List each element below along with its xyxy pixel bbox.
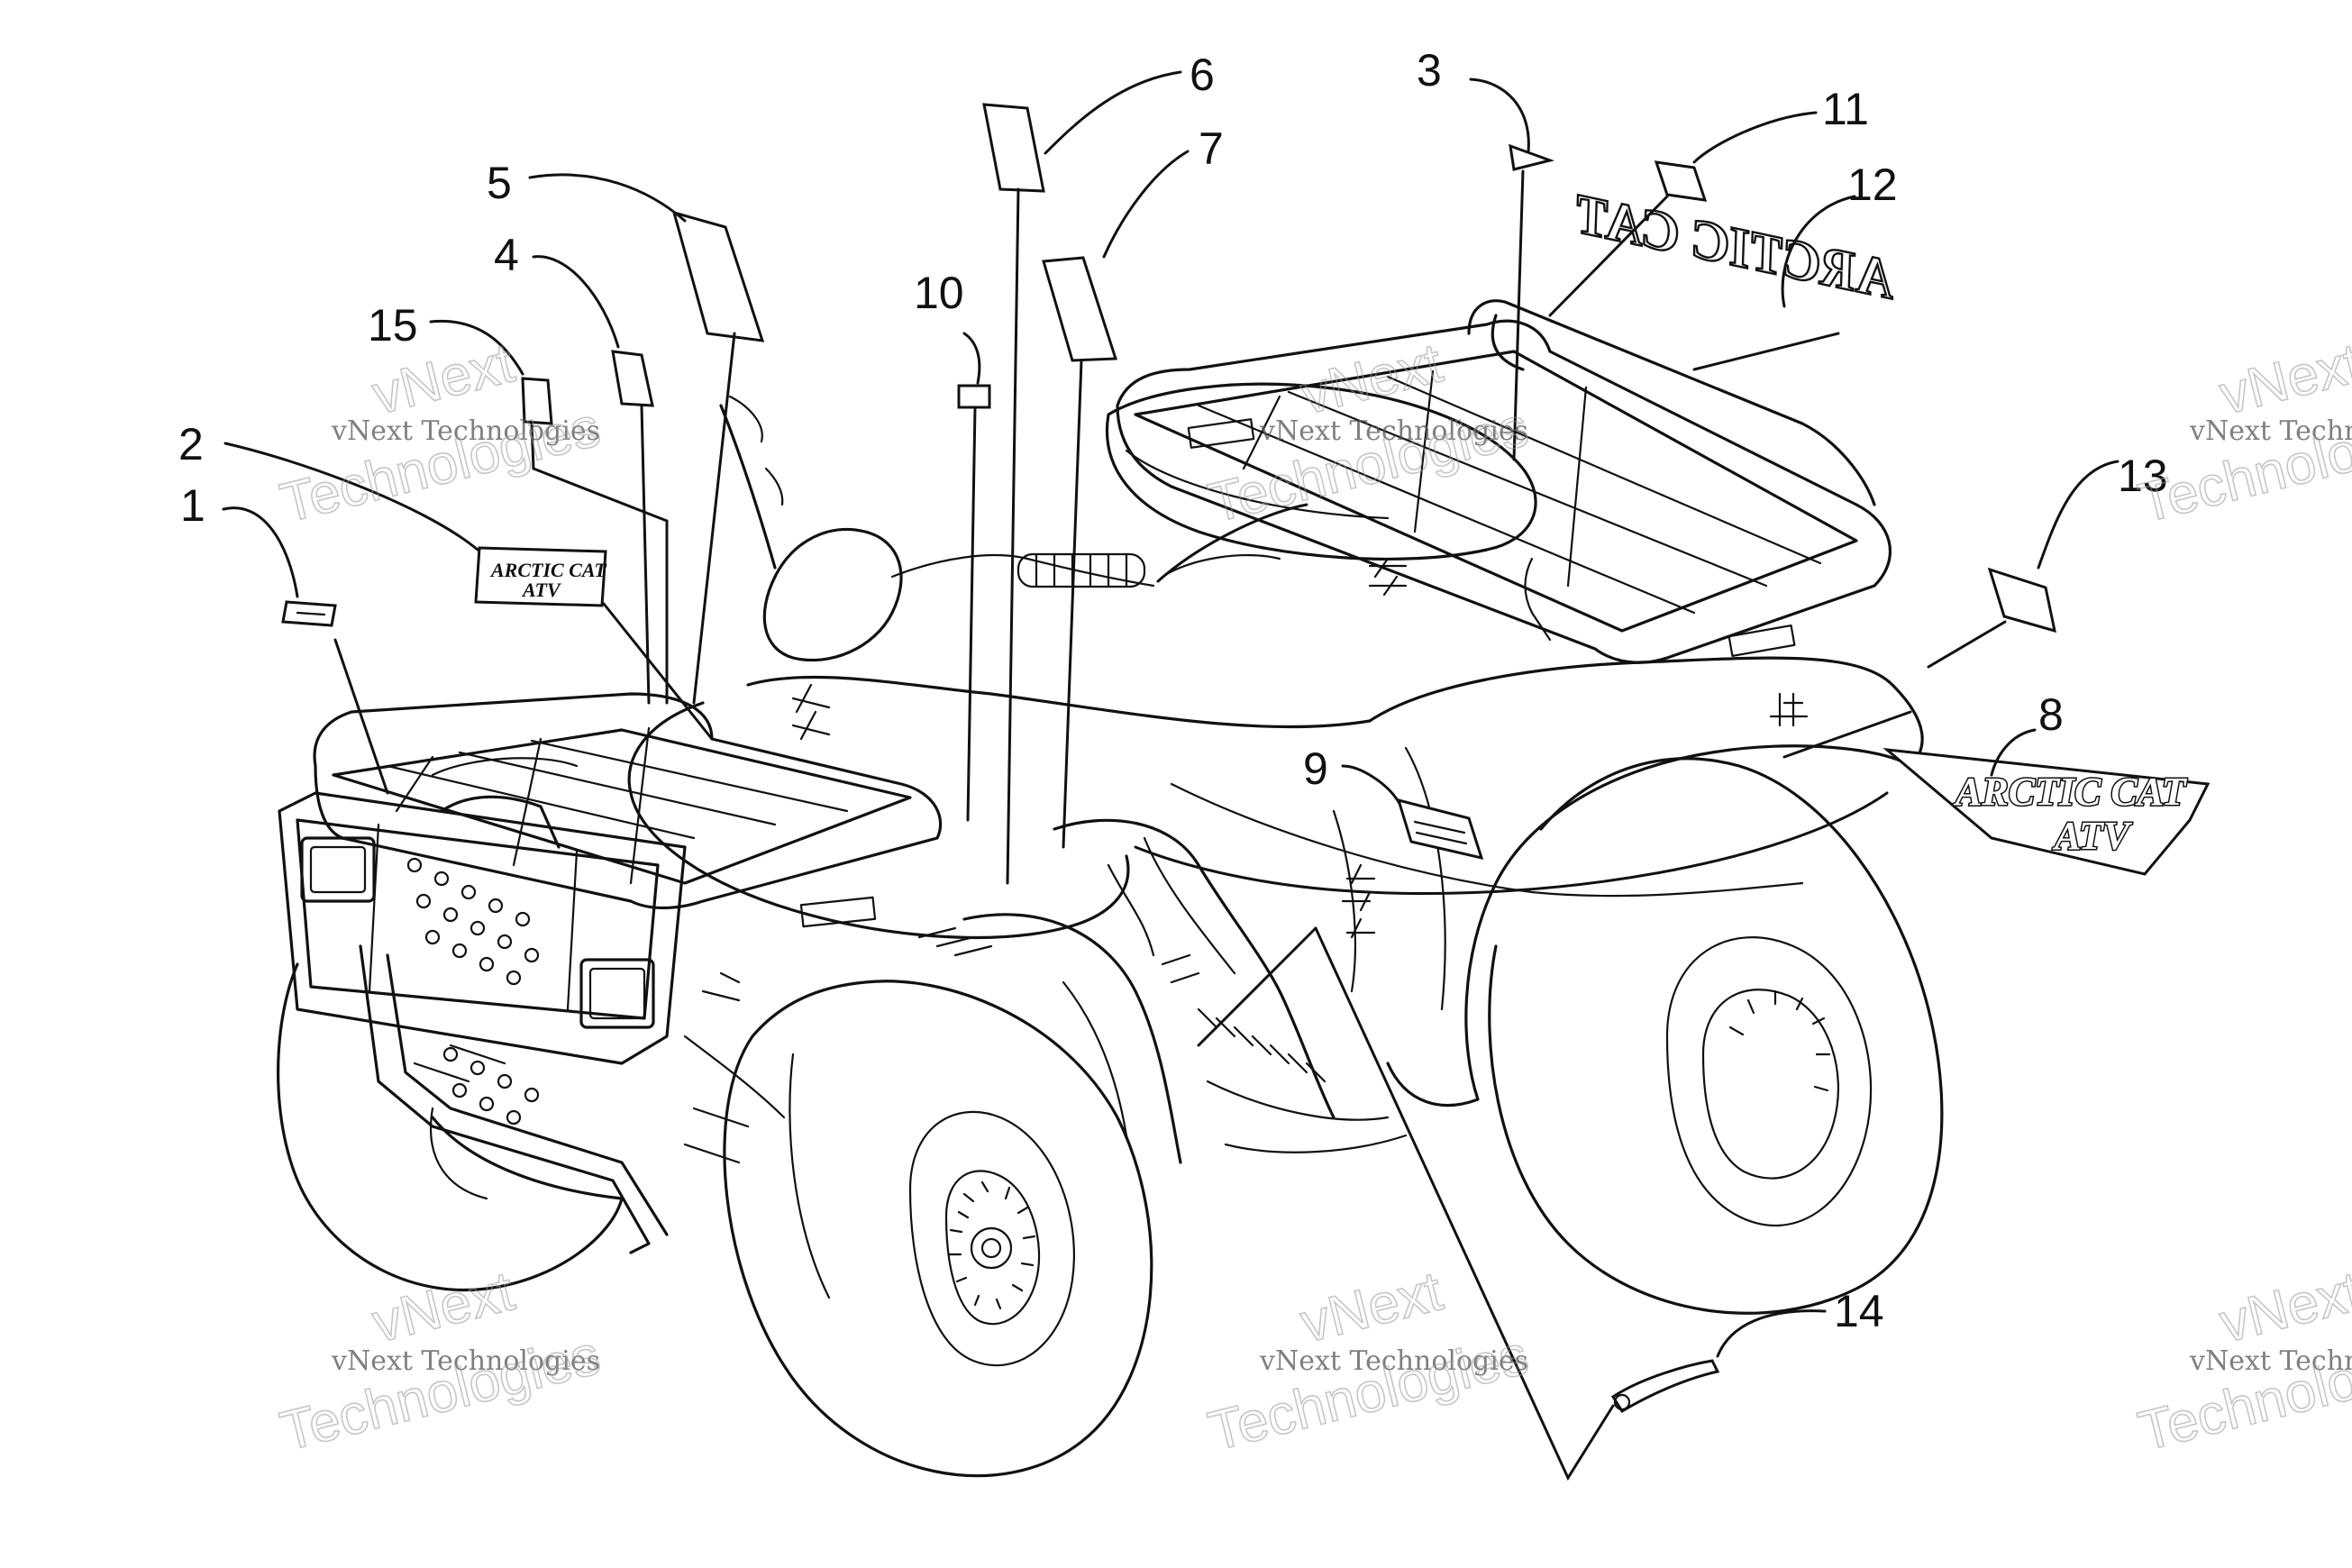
decals: ARCTIC CAT ATV ARCTIC CAT <box>281 103 2211 1414</box>
atv-body <box>277 299 1944 1478</box>
svg-text:vNext: vNext <box>2214 332 2352 426</box>
svg-text:vNext Technologies: vNext Technologies <box>331 415 600 447</box>
decal-4 <box>611 350 654 407</box>
watermark-bottom-left: vNext vNext Technologies Technologies <box>274 1259 606 1463</box>
decal-13 <box>1987 567 2056 634</box>
decal-3 <box>1509 143 1555 171</box>
decal-1 <box>281 600 337 627</box>
callout-12: 12 <box>1847 160 1898 210</box>
callout-1: 1 <box>180 480 205 531</box>
watermark-bottom-center: vNext vNext Technologies Technologies <box>1202 1259 1535 1463</box>
callout-7: 7 <box>1199 123 1224 174</box>
watermark-top-right: vNext vNext Technologies Technologies <box>2132 331 2352 535</box>
svg-text:vNext: vNext <box>2214 1260 2352 1354</box>
svg-text:vNext Technologies: vNext Technologies <box>331 1345 600 1377</box>
decal-8: ARCTIC CAT ATV <box>1883 747 2211 876</box>
rear-right-wheel <box>1488 757 1944 1315</box>
callout-6: 6 <box>1190 50 1215 100</box>
decal-9 <box>1396 798 1484 861</box>
watermark-bottom-right: vNext vNext Technologies Technologies <box>2132 1259 2352 1463</box>
svg-text:vNext Technologies: vNext Technologies <box>1259 1345 1528 1377</box>
callout-2: 2 <box>178 419 204 469</box>
svg-text:vNext: vNext <box>1295 332 1448 426</box>
front-left-wheel <box>723 980 1153 1478</box>
decal-5 <box>671 210 765 342</box>
decal-2: ARCTIC CAT ATV <box>474 546 607 607</box>
callout-14: 14 <box>1834 1286 1884 1336</box>
decal-2-line2: ATV <box>521 579 562 601</box>
callout-10: 10 <box>914 268 964 318</box>
decal-7 <box>1042 256 1118 362</box>
decal-14 <box>1610 1359 1720 1414</box>
watermarks: vNext vNext Technologies Technologies vN… <box>274 331 2352 1463</box>
decal-11 <box>1654 160 1708 202</box>
callout-11: 11 <box>1822 84 1869 134</box>
callout-13: 13 <box>2118 451 2168 501</box>
callouts: 1 2 3 4 5 6 7 8 9 10 11 12 13 14 15 <box>178 45 2168 1336</box>
decal-6 <box>982 103 1045 193</box>
leader-lines <box>222 70 2120 1481</box>
decal-8-line1: ARCTIC CAT <box>1953 770 2188 814</box>
callout-5: 5 <box>487 158 512 208</box>
front-rack <box>313 692 943 928</box>
front-right-wheel <box>277 962 624 1292</box>
decal-10 <box>957 384 991 409</box>
svg-text:vNext Technologies: vNext Technologies <box>2189 1345 2352 1377</box>
decal-8-line2: ATV <box>2052 814 2133 858</box>
decal-2-line1: ARCTIC CAT <box>489 559 607 581</box>
callout-3: 3 <box>1417 45 1442 96</box>
rear-rack <box>1116 299 1892 664</box>
callout-9: 9 <box>1303 743 1328 794</box>
callout-8: 8 <box>2038 689 2064 740</box>
watermark-top-left: vNext vNext Technologies Technologies <box>274 331 606 535</box>
callout-15: 15 <box>368 300 418 351</box>
svg-text:vNext: vNext <box>1295 1260 1448 1354</box>
decal-15 <box>521 377 553 425</box>
callout-4: 4 <box>494 230 519 280</box>
svg-text:vNext Technologies: vNext Technologies <box>2189 415 2352 447</box>
front-bumper <box>278 791 687 1254</box>
svg-text:vNext Technologies: vNext Technologies <box>1259 415 1528 447</box>
